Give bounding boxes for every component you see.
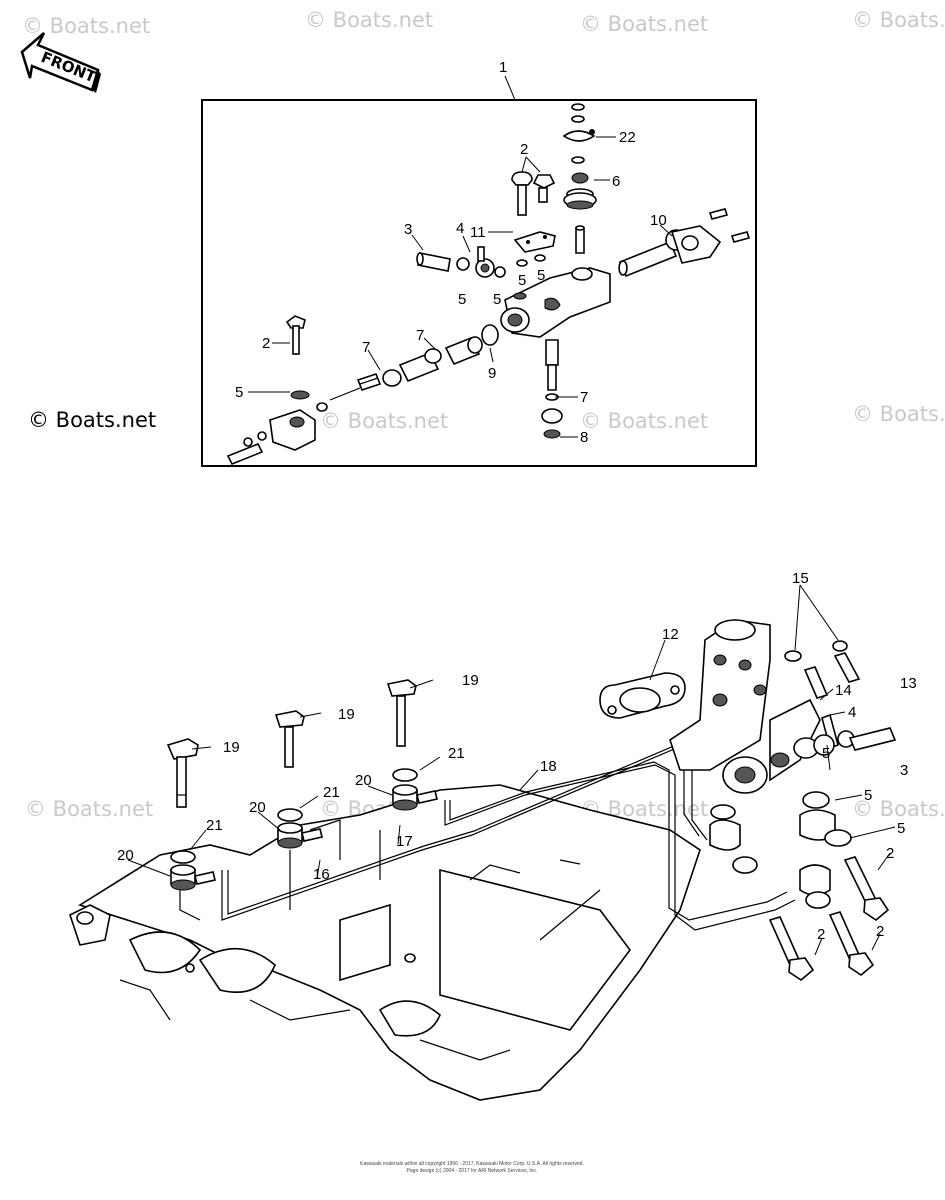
watermark: © Boats.net [305,8,433,32]
callout: 13 [900,675,917,692]
copyright-line: Kawasaki materials within all copyright … [360,1161,584,1167]
callout: 1 [499,59,507,76]
callout: 20 [249,799,266,816]
lower-assembly: 15 12 13 14 4 5 3 5 5 19 19 19 21 21 21 … [69,570,917,1101]
watermark: © Boats.net [320,409,448,433]
watermark: © Boats.net [852,8,945,32]
callout: 7 [416,327,424,344]
callout: 18 [540,758,557,775]
callout: 19 [223,739,240,756]
callout: 21 [206,817,223,834]
upper-assembly: 1 [201,59,757,467]
watermark: © Boats.net [852,797,945,821]
callout: 20 [117,847,134,864]
callout: 5 [822,745,830,762]
copyright-line: Page design (c) 2004 - 2017 for ARI Netw… [407,1168,538,1174]
assembly-frame [201,99,757,467]
callout: 19 [462,672,479,689]
callout: 5 [493,291,501,308]
callout: 2 [876,923,884,940]
callout: 10 [650,212,667,229]
callout: 22 [619,129,636,146]
callout: 21 [448,745,465,762]
callout: 3 [404,221,412,238]
watermark: © Boats.net [852,402,945,426]
callout: 2 [520,141,528,158]
callout: 5 [897,820,905,837]
callout: 5 [537,267,545,284]
callout: 17 [396,833,413,850]
callout: 7 [580,389,588,406]
callout: 4 [456,220,464,237]
callout: 7 [362,339,370,356]
callout: 5 [518,272,526,289]
watermark-layer: © Boats.net © Boats.net © Boats.net © Bo… [22,8,945,821]
watermark: © Boats.net [580,12,708,36]
callout: 19 [338,706,355,723]
callout: 9 [488,365,496,382]
callout: 3 [900,762,908,779]
callout: 21 [323,784,340,801]
callout: 14 [835,682,852,699]
callout: 2 [886,845,894,862]
callout: 5 [235,384,243,401]
watermark: © Boats.net [580,409,708,433]
callout: 16 [313,866,330,883]
callout: 4 [848,704,856,721]
callout: 12 [662,626,679,643]
callout: 2 [817,926,825,943]
watermark-dark: © Boats.net [28,408,156,432]
callout: 8 [580,429,588,446]
front-arrow-icon: FRONT [20,32,101,93]
callout: 20 [355,772,372,789]
callout: 15 [792,570,809,587]
callout: 11 [470,224,486,241]
callout: 5 [864,787,872,804]
callout: 2 [262,335,270,352]
callout: 5 [458,291,466,308]
callout: 6 [612,173,620,190]
watermark: © Boats.net [25,797,153,821]
